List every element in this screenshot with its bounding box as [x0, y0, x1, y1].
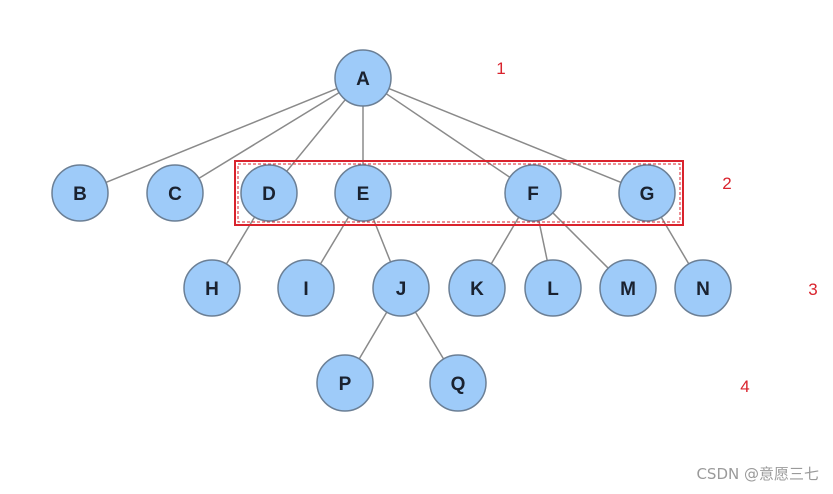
node-circle — [316, 354, 374, 412]
tree-node-p: P — [316, 354, 374, 412]
node-label: L — [547, 279, 559, 300]
watermark: CSDN @意愿三七 — [696, 465, 819, 483]
node-circle — [334, 49, 392, 107]
node-label: J — [396, 279, 407, 300]
edge-f-l — [538, 220, 548, 261]
level-label-4: 4 — [740, 377, 749, 396]
tree-node-q: Q — [429, 354, 487, 412]
level-label-1: 1 — [496, 59, 505, 78]
tree-node-g: G — [618, 164, 676, 222]
tree-node-f: F — [504, 164, 562, 222]
node-label: M — [620, 279, 636, 300]
edge-j-q — [414, 311, 445, 360]
edge-a-g — [388, 87, 622, 184]
edge-j-p — [358, 311, 388, 360]
node-label: G — [640, 184, 655, 205]
tree-node-c: C — [146, 164, 204, 222]
node-circle — [674, 259, 732, 317]
tree-node-m: M — [599, 259, 657, 317]
tree-node-d: D — [240, 164, 298, 222]
node-circle — [524, 259, 582, 317]
node-label: K — [470, 279, 484, 300]
edge-e-j — [372, 218, 392, 263]
level-labels: 1 2 3 4 — [496, 59, 817, 396]
node-circle — [372, 259, 430, 317]
node-circle — [277, 259, 335, 317]
tree-node-j: J — [372, 259, 430, 317]
node-circle — [448, 259, 506, 317]
tree-node-n: N — [674, 259, 732, 317]
node-circle — [183, 259, 241, 317]
tree-node-b: B — [51, 164, 109, 222]
node-label: H — [205, 279, 219, 300]
node-circle — [429, 354, 487, 412]
tree-node-h: H — [183, 259, 241, 317]
tree-node-e: E — [334, 164, 392, 222]
node-circle — [51, 164, 109, 222]
tree-node-l: L — [524, 259, 582, 317]
node-label: E — [357, 184, 370, 205]
edge-a-f — [385, 93, 511, 178]
node-circle — [504, 164, 562, 222]
edge-a-b — [105, 87, 338, 184]
node-label: F — [527, 184, 539, 205]
nodes-layer: A B C D E F G H I J K L M N P Q — [51, 49, 732, 412]
node-label: B — [73, 184, 87, 205]
level-label-2: 2 — [722, 174, 731, 193]
edge-a-c — [198, 91, 340, 180]
node-circle — [599, 259, 657, 317]
node-label: C — [168, 184, 182, 205]
level-label-3: 3 — [808, 280, 817, 299]
edge-a-d — [286, 99, 346, 172]
highlight-box-inner — [237, 163, 681, 223]
node-circle — [240, 164, 298, 222]
node-label: I — [303, 279, 308, 300]
node-label: P — [339, 374, 352, 395]
node-label: A — [356, 69, 370, 90]
node-circle — [146, 164, 204, 222]
node-label: Q — [451, 374, 466, 395]
highlight-layer — [234, 160, 684, 226]
node-circle — [334, 164, 392, 222]
node-label: D — [262, 184, 276, 205]
diagram-background — [40, 40, 740, 422]
tree-node-k: K — [448, 259, 506, 317]
tree-node-a: A — [334, 49, 392, 107]
node-label: N — [696, 279, 710, 300]
highlight-box — [234, 160, 684, 226]
tree-node-i: I — [277, 259, 335, 317]
node-circle — [618, 164, 676, 222]
